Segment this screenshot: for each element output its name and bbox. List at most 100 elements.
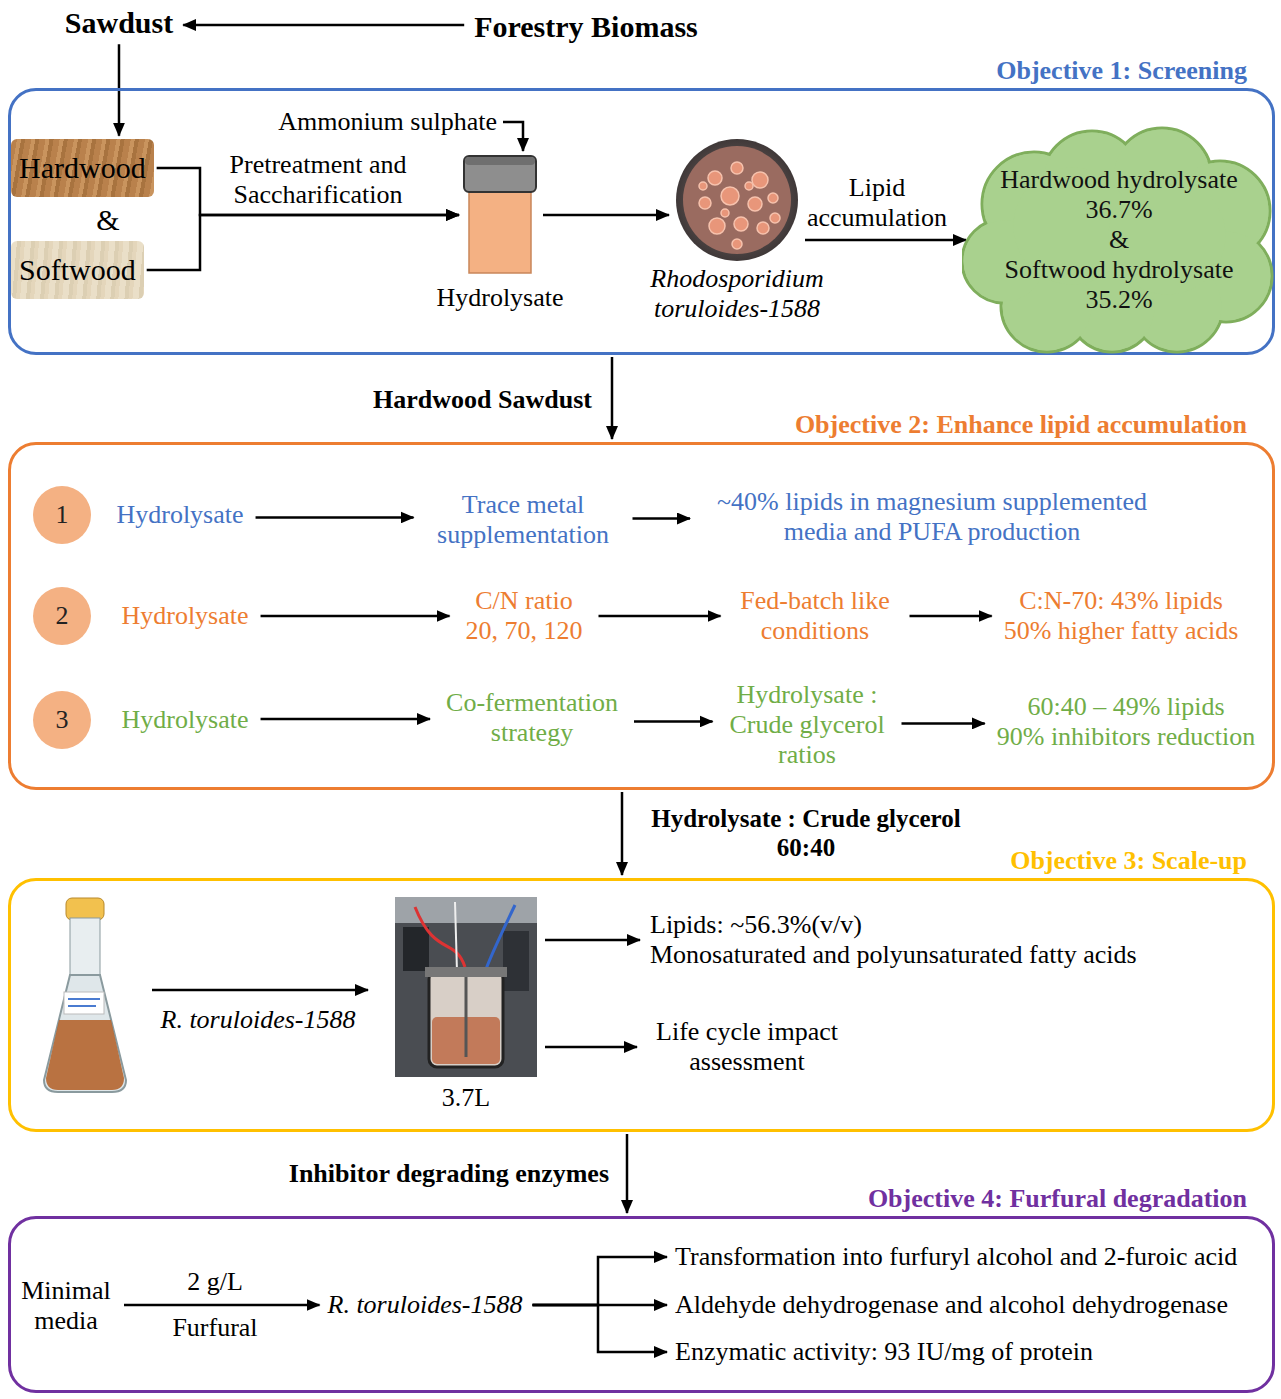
organism-text: R. toruloides-1588	[328, 1290, 523, 1320]
flow-arrow	[256, 516, 414, 519]
petri-dish-shape-part	[731, 162, 743, 174]
node-text: 3	[56, 705, 69, 735]
node-text: Lipids: ~56.3%(v/v)	[650, 910, 1137, 940]
flow-arrow	[545, 1046, 637, 1049]
annotation-label: 2 g/L	[187, 1267, 243, 1297]
node-text: Hardwood hydrolysate 36.7%	[991, 165, 1247, 225]
wood-sample: Softwood	[11, 241, 144, 300]
node-text: Forestry Biomass	[474, 10, 698, 45]
flask-photo-part	[66, 898, 104, 920]
node-text: Rhodosporidium toruloides-1588	[632, 264, 842, 324]
flow-arrow	[626, 1134, 629, 1213]
node-text: Fed-batch like conditions	[733, 586, 898, 646]
node-text: Hydrolysate	[121, 601, 248, 631]
result-text: Lipids: ~56.3%(v/v)Monosaturated and pol…	[650, 910, 1137, 970]
flow-arrow	[599, 615, 721, 618]
step-text: Hydrolysate : Crude glycerol ratios	[725, 680, 890, 770]
bioreactor-photo-shape-part	[503, 931, 529, 991]
panel-heading: Objective 3: Scale-up	[1010, 846, 1247, 876]
reactor-vessel-shape	[463, 155, 537, 275]
node-text: Softwood hydrolysate 35.2%	[991, 255, 1247, 315]
node-text: ~40% lipids in magnesium supplemented me…	[702, 487, 1162, 547]
petri-dish-shape-part	[699, 197, 711, 209]
flow-arrow	[533, 1257, 668, 1305]
source-label: Sawdust	[65, 6, 173, 41]
flask-photo-part	[64, 992, 104, 1014]
inoculation-arrow	[152, 989, 368, 992]
flow-arrow	[805, 239, 966, 242]
bioreactor-photo-shape	[395, 897, 537, 1077]
flask-photo-part	[46, 1020, 124, 1090]
result-cloud: Hardwood hydrolysate 36.7%&Softwood hydr…	[962, 126, 1276, 354]
petri-dish-shape-part	[734, 217, 748, 231]
reactor-vessel-shape-part	[464, 156, 536, 192]
bioreactor-photo-shape-part	[429, 971, 503, 1067]
node-text: Sawdust	[65, 6, 173, 41]
objective-panel: Objective 1: ScreeningHardwoodSoftwoodHy…	[8, 88, 1275, 355]
flow-arrow	[902, 722, 985, 725]
node-text: Co-fermentation strategy	[442, 688, 622, 748]
flow-arrow	[261, 718, 430, 721]
edge-label: Lipid accumulation	[802, 173, 953, 233]
wood-sample: Hardwood	[11, 139, 154, 198]
bioreactor-photo-shape-part	[455, 902, 457, 972]
step-text: C/N ratio 20, 70, 120	[462, 586, 587, 646]
edge-label: Hydrolysate : Crude glycerol 60:40	[638, 805, 974, 863]
petri-dish: Rhodosporidium toruloides-1588	[675, 138, 799, 262]
edge-label: Hardwood Sawdust	[370, 385, 595, 415]
bioreactor-photo-shape-part	[465, 977, 468, 1057]
node-text: Enzymatic activity: 93 IU/mg of protein	[675, 1337, 1093, 1367]
node-text: 2	[56, 601, 69, 631]
step-number-circle: 3	[33, 691, 91, 749]
flow-arrow	[910, 615, 992, 618]
annotation-label: R. toruloides-1588	[161, 1005, 356, 1035]
petri-dish-shape-part	[768, 193, 778, 203]
flow-arrow	[533, 1305, 668, 1352]
flow-arrow	[611, 357, 614, 439]
petri-dish-shape-part	[709, 218, 725, 234]
connector-group	[119, 25, 992, 1352]
node-text: &	[1109, 225, 1129, 255]
node-text: 90% inhibitors reduction	[997, 722, 1256, 752]
flow-arrow	[183, 24, 464, 27]
bioreactor-photo-shape-part	[403, 927, 429, 971]
petri-dish-shape-part	[752, 172, 768, 188]
flask-photo-part	[70, 918, 100, 976]
petri-dish-shape-part	[721, 209, 729, 217]
node-text: Aldehyde dehydrogenase and alcohol dehyd…	[675, 1290, 1228, 1320]
flow-arrow	[124, 1304, 320, 1307]
petri-dish-shape-part	[721, 187, 739, 205]
node-text: Hardwood	[19, 151, 146, 186]
panel-heading: Objective 1: Screening	[996, 56, 1247, 86]
node-text: 3.7L	[395, 1083, 537, 1113]
step-text: Hydrolysate	[121, 601, 248, 631]
annotation-label: Ammonium sulphate	[278, 107, 497, 137]
node-text: Softwood	[19, 253, 136, 288]
petri-dish-shape-part	[732, 239, 742, 249]
step-text: Fed-batch like conditions	[733, 586, 898, 646]
bioreactor-photo-shape-part	[425, 967, 507, 977]
bioreactor-photo-shape-part	[485, 905, 515, 972]
flow-arrow	[261, 615, 450, 618]
step-number-circle: 2	[33, 587, 91, 645]
flow-arrow	[621, 792, 624, 875]
edge-label: Inhibitor degrading enzymes	[286, 1159, 612, 1189]
result-text: Enzymatic activity: 93 IU/mg of protein	[675, 1337, 1093, 1367]
flow-arrow	[633, 517, 691, 520]
panel-heading: Objective 4: Furfural degradation	[868, 1184, 1247, 1214]
node-text: Hydrolysate	[121, 705, 248, 735]
node-text: Minimal media	[18, 1276, 114, 1336]
step-text: Trace metal supplementation	[426, 490, 621, 550]
annotation-label: &	[96, 203, 119, 238]
flask-photo-part	[68, 1005, 96, 1007]
result-text: 60:40 – 49% lipids90% inhibitors reducti…	[997, 692, 1256, 752]
flow-arrow	[634, 720, 713, 723]
result-text: Aldehyde dehydrogenase and alcohol dehyd…	[675, 1290, 1228, 1320]
step-number-circle: 1	[33, 486, 91, 544]
node-text: 50% higher fatty acids	[1004, 616, 1239, 646]
reactor-vessel-shape-part	[469, 191, 531, 273]
node-text: C:N-70: 43% lipids	[1004, 586, 1239, 616]
petri-dish-shape-part	[745, 182, 753, 190]
petri-dish-shape	[675, 138, 799, 262]
